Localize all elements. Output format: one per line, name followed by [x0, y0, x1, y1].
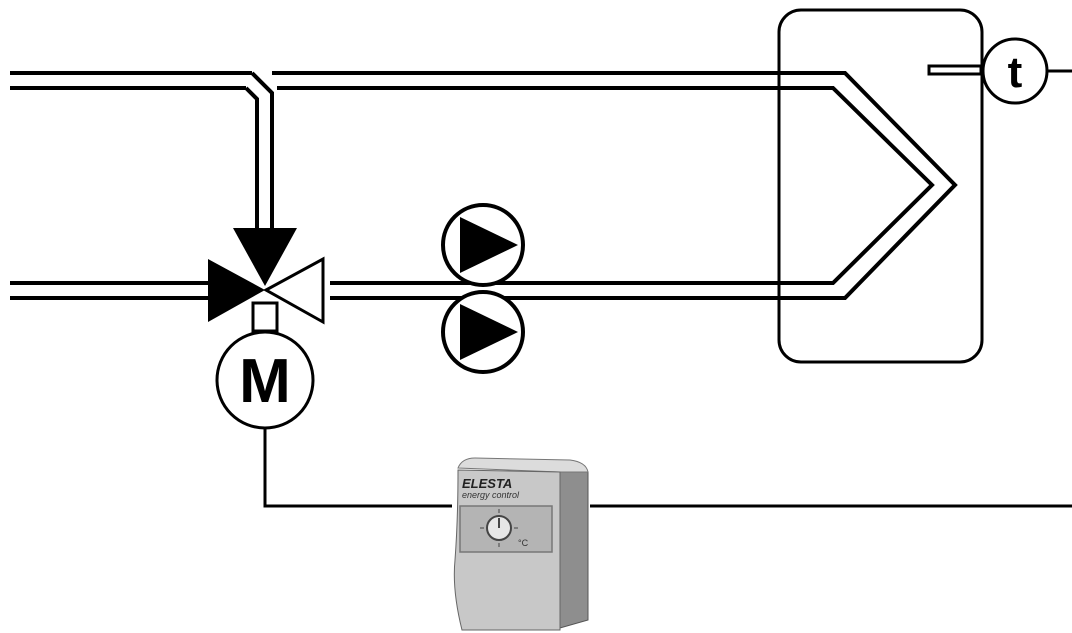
lower-left-pipe: [10, 281, 208, 300]
valve-top-triangle: [233, 228, 297, 286]
valve-stem: [251, 301, 279, 333]
sensor-label: t: [1008, 48, 1023, 97]
motor-label: M: [239, 347, 291, 416]
motor-actuator: M: [215, 330, 315, 430]
controller-unit: °C: [518, 538, 529, 548]
controller-subtitle: energy control: [462, 490, 520, 500]
upper-pipe: [10, 71, 958, 300]
bypass-pipe: [244, 71, 274, 232]
controller-brand: ELESTA: [462, 476, 512, 491]
pump-upper: [441, 203, 525, 287]
valve-right-triangle: [262, 256, 325, 325]
storage-tank: [777, 8, 984, 364]
valve-left-triangle: [208, 259, 265, 322]
control-wiring: [263, 428, 1072, 508]
controller-side: [559, 469, 589, 629]
pump-lower: [441, 290, 525, 374]
controller-top: [457, 457, 589, 473]
three-way-valve: [208, 228, 325, 333]
elesta-controller: ELESTA energy control °C: [453, 457, 589, 631]
temperature-sensor: t: [927, 37, 1072, 105]
